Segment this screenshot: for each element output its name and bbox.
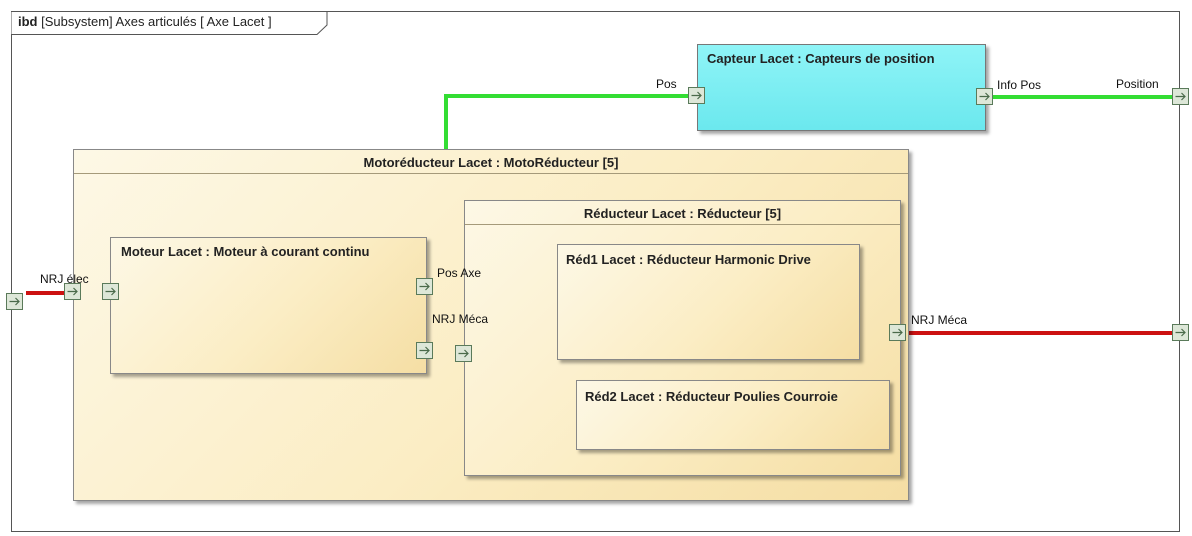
label-nrj-meca-inner: NRJ Méca bbox=[432, 312, 489, 326]
port-pos[interactable] bbox=[688, 87, 705, 104]
arrow-right-icon bbox=[419, 282, 430, 291]
block-motoreducteur-lacet-title: Motoréducteur Lacet : MotoRéducteur [5] bbox=[363, 155, 619, 170]
block-reducteur-header-separator bbox=[465, 224, 900, 225]
port-pos-axe[interactable] bbox=[416, 278, 433, 295]
frame-title: ibd [Subsystem] Axes articulés [ Axe Lac… bbox=[18, 14, 272, 29]
arrow-right-icon bbox=[979, 92, 990, 101]
port-nrj-elec-motoreducteur[interactable] bbox=[64, 283, 81, 300]
label-info-pos: Info Pos bbox=[997, 78, 1042, 92]
block-reducteur-lacet-title: Réducteur Lacet : Réducteur [5] bbox=[583, 206, 782, 221]
label-pos: Pos bbox=[656, 77, 677, 91]
arrow-right-icon bbox=[105, 287, 116, 296]
frame-keyword: ibd bbox=[18, 14, 38, 29]
port-nrj-meca-reducteur-in[interactable] bbox=[455, 345, 472, 362]
port-info-pos[interactable] bbox=[976, 88, 993, 105]
label-nrj-meca-outer: NRJ Méca bbox=[911, 313, 968, 327]
port-nrj-elec-moteur[interactable] bbox=[102, 283, 119, 300]
block-red2-lacet-title: Réd2 Lacet : Réducteur Poulies Courroie bbox=[585, 389, 838, 404]
diagram-frame bbox=[11, 11, 1180, 532]
block-moteur-lacet-title: Moteur Lacet : Moteur à courant continu bbox=[121, 244, 370, 259]
label-pos-axe: Pos Axe bbox=[437, 266, 482, 280]
frame-tab-shape bbox=[11, 11, 328, 35]
block-moteur-lacet[interactable]: Moteur Lacet : Moteur à courant continu bbox=[110, 237, 427, 374]
port-position-boundary[interactable] bbox=[1172, 88, 1189, 105]
block-red2-lacet[interactable]: Réd2 Lacet : Réducteur Poulies Courroie bbox=[576, 380, 890, 450]
block-red1-lacet-title: Réd1 Lacet : Réducteur Harmonic Drive bbox=[566, 252, 811, 267]
arrow-right-icon bbox=[419, 346, 430, 355]
port-nrj-meca-boundary[interactable] bbox=[1172, 324, 1189, 341]
label-position: Position bbox=[1116, 77, 1159, 91]
arrow-right-icon bbox=[1175, 92, 1186, 101]
block-motoreducteur-header-separator bbox=[74, 173, 908, 174]
arrow-right-icon bbox=[892, 328, 903, 337]
frame-name: [Subsystem] Axes articulés [ Axe Lacet ] bbox=[41, 14, 272, 29]
arrow-right-icon bbox=[691, 91, 702, 100]
label-nrj-elec: NRJ élec bbox=[40, 272, 89, 286]
port-nrj-meca-moteur[interactable] bbox=[416, 342, 433, 359]
arrow-right-icon bbox=[9, 297, 20, 306]
arrow-right-icon bbox=[458, 349, 469, 358]
block-capteur-lacet[interactable]: Capteur Lacet : Capteurs de position bbox=[697, 44, 986, 131]
arrow-right-icon bbox=[1175, 328, 1186, 337]
block-red1-lacet[interactable]: Réd1 Lacet : Réducteur Harmonic Drive bbox=[557, 244, 860, 360]
port-nrj-elec-boundary[interactable] bbox=[6, 293, 23, 310]
port-nrj-meca-motoreducteur-out[interactable] bbox=[889, 324, 906, 341]
block-capteur-lacet-title: Capteur Lacet : Capteurs de position bbox=[707, 51, 935, 66]
arrow-right-icon bbox=[67, 287, 78, 296]
